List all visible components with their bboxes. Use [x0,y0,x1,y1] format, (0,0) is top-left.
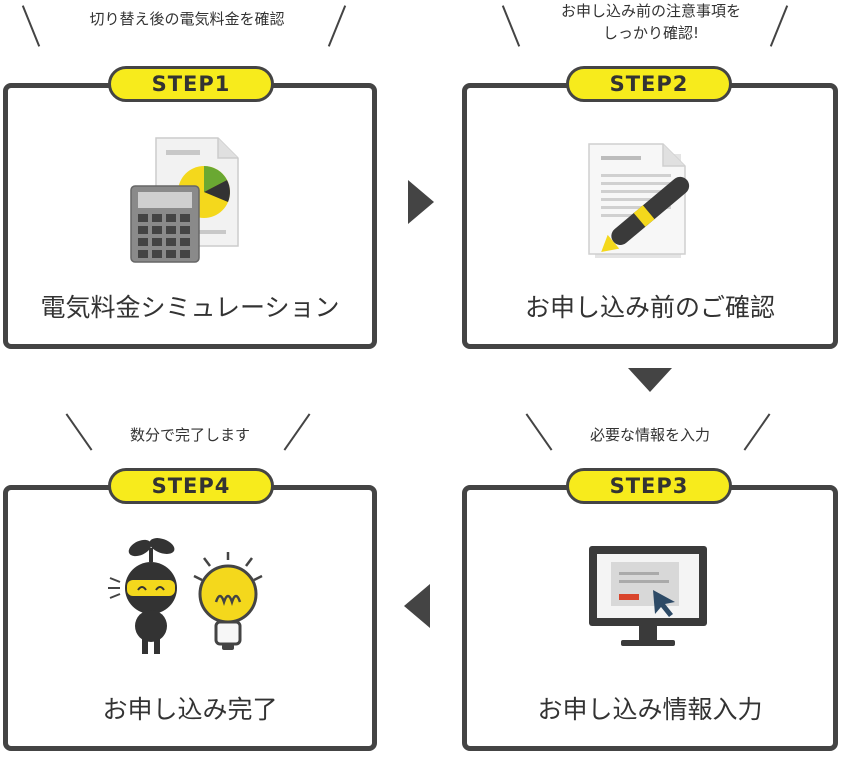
arrow-right-icon [408,180,434,224]
mascot-bulb-icon [108,538,263,654]
step2-caption-line1: お申し込み前の注意事項を [560,2,741,20]
step2-badge: STEP2 [566,66,732,102]
caption-slash-right [743,413,771,451]
step3-badge: STEP3 [566,468,732,504]
step3-caption: 必要な情報を入力 [589,426,710,444]
caption-slash-right [283,413,311,451]
step4-caption: 数分で完了します [129,426,250,444]
step4-card: お申し込み完了 [3,485,377,751]
step2-title: お申し込み前のご確認 [524,293,775,322]
step3-card: お申し込み情報入力 [462,485,838,751]
step4-title: お申し込み完了 [102,695,278,724]
step4-badge: STEP4 [108,468,274,504]
step2-card: お申し込み前のご確認 [462,83,838,349]
monitor-cursor-icon [589,546,707,646]
step1-title: 電気料金シミュレーション [40,293,340,322]
step1-caption: 切り替え後の電気料金を確認 [89,10,285,28]
caption-slash-left [501,5,521,47]
caption-slash-left [21,5,41,47]
caption-slash-left [65,413,93,451]
calculator-chart-icon [130,137,239,263]
document-pen-icon [588,143,690,258]
caption-slash-left [525,413,553,451]
arrow-down-icon [628,368,672,392]
caption-slash-right [327,5,347,47]
step1-card: 電気料金シミュレーション [3,83,377,349]
step1-badge: STEP1 [108,66,274,102]
step2-caption-line2: しっかり確認! [602,24,699,42]
arrow-left-icon [404,584,430,628]
step3-title: お申し込み情報入力 [537,695,763,724]
